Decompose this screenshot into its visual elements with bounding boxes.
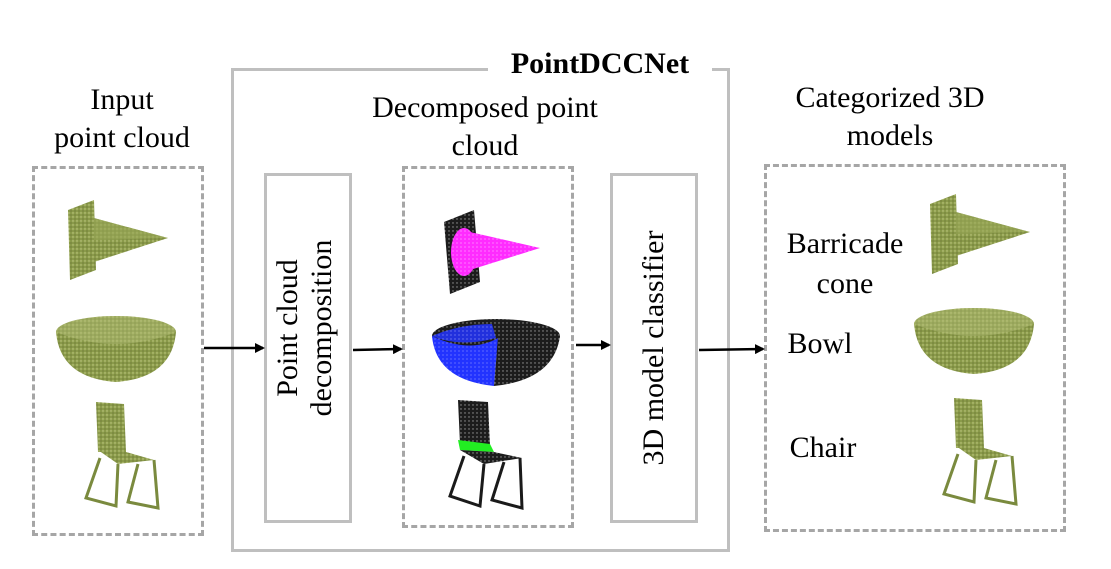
input-label-line1: Input <box>90 83 154 116</box>
pointdccnet-title: PointDCCNet <box>488 42 712 86</box>
pointdccnet-frame <box>231 68 730 552</box>
decomposed-chair-model <box>448 400 524 510</box>
input-label-line2: point cloud <box>54 121 190 154</box>
categorized-models-box <box>764 164 1066 532</box>
decomposed-cone-model <box>444 210 540 294</box>
input-point-cloud-box <box>32 166 204 536</box>
category-barricade-cone-line1: Barricade <box>786 227 904 260</box>
decomposed-point-cloud-box <box>402 166 574 528</box>
category-bowl: Bowl <box>787 327 853 360</box>
output-cone-model <box>930 194 1030 274</box>
3d-model-classifier-block <box>610 173 698 523</box>
arrow-decomposition-to-decomposed <box>352 344 403 355</box>
input-cone-model <box>68 200 168 280</box>
input-chair-model <box>84 400 160 510</box>
arrow-classifier-to-output <box>698 344 765 355</box>
output-label-line2: models <box>846 119 934 152</box>
decomposed-label-line2: cloud <box>451 129 519 162</box>
output-chair-model <box>942 396 1018 506</box>
output-bowl-model <box>914 308 1034 374</box>
output-label-line1: Categorized 3D <box>795 81 985 114</box>
decomposed-bowl-model <box>432 319 560 386</box>
point-cloud-decomposition-block <box>264 173 352 523</box>
category-barricade-cone-line2: cone <box>816 267 874 300</box>
input-bowl-model <box>56 316 176 382</box>
category-chair: Chair <box>789 431 857 464</box>
decomposed-label-line1: Decomposed point <box>372 91 598 124</box>
